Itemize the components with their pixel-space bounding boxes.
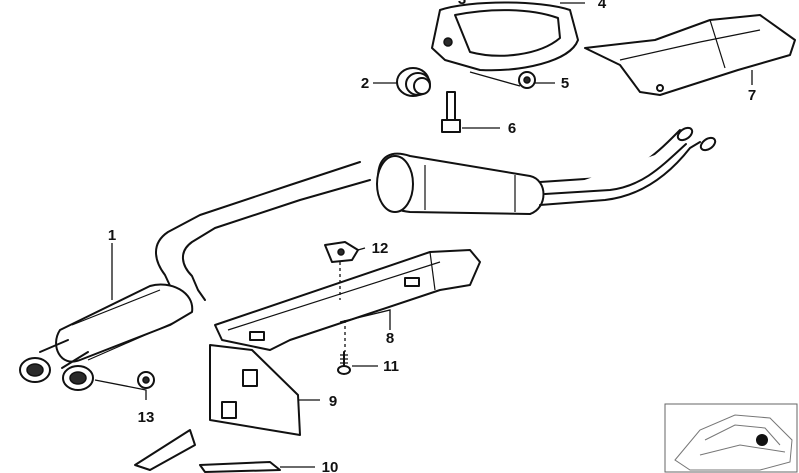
callout-13: 13 [138,409,155,426]
callout-10: 10 [322,459,339,473]
part-8-support-bracket[interactable] [214,249,481,351]
part-7-heat-shield[interactable] [584,14,796,96]
callout-3: 3 [458,0,466,8]
part-11-screw[interactable] [337,351,351,375]
part-2-clamp-spring[interactable] [396,67,431,97]
callout-4: 4 [598,0,607,12]
callout-2: 2 [361,75,369,92]
callout-12: 12 [372,240,389,257]
part-10-bracket[interactable] [134,429,281,473]
callout-1: 1 [108,227,116,244]
part-6-bolt[interactable] [441,91,461,133]
part-13-nut[interactable] [137,371,155,389]
callout-5: 5 [561,75,569,92]
car-locator-inset [664,403,798,473]
part-12-clip-nut[interactable] [324,241,359,263]
callout-11: 11 [383,358,399,375]
callout-7: 7 [748,87,756,104]
part-9-mounting-plate[interactable] [209,344,301,436]
callout-8: 8 [386,330,394,347]
part-4-clamp-bracket[interactable] [431,1,579,72]
leader-lines [94,2,753,468]
callout-9: 9 [329,393,337,410]
callout-6: 6 [508,120,516,137]
location-marker-icon [756,434,768,446]
part-1-exhaust-system[interactable] [19,125,717,391]
part-5-nut[interactable] [518,71,536,89]
